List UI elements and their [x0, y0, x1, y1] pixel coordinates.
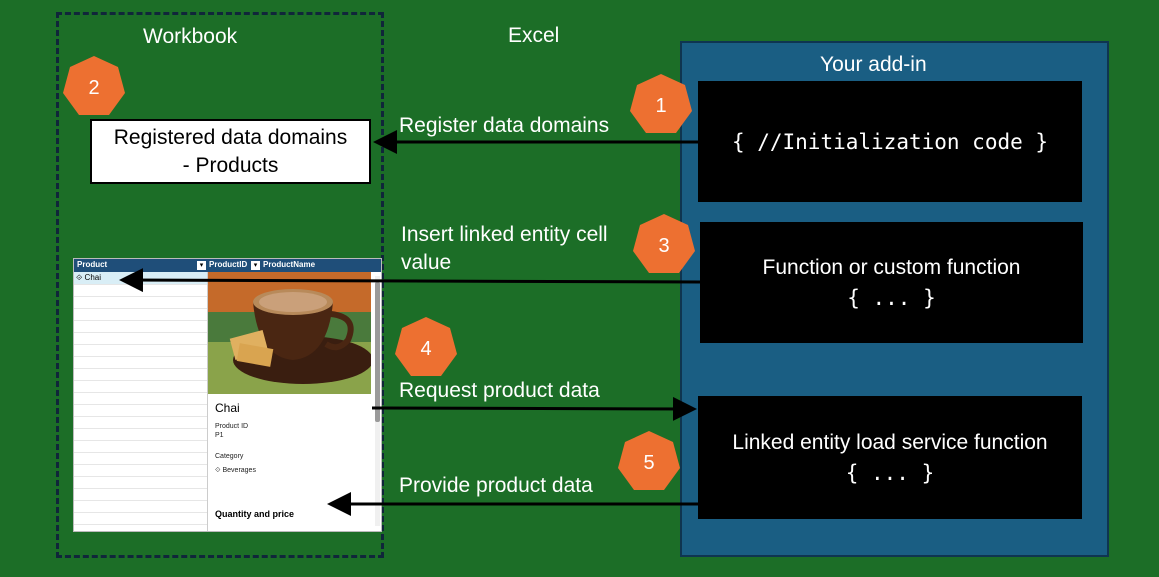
- linked-entity-icon: ⟐: [76, 273, 83, 282]
- row-gridline: [74, 524, 207, 525]
- function-code: { ... }: [847, 285, 936, 310]
- row-gridline: [74, 356, 207, 357]
- quantity-price-heading: Quantity and price: [215, 509, 295, 519]
- card-scrollbar[interactable]: [375, 276, 380, 526]
- registered-domains-box: Registered data domains - Products: [90, 119, 371, 184]
- row-gridline: [74, 476, 207, 477]
- initialization-code: { //Initialization code }: [731, 129, 1049, 154]
- step-badge-4: 4: [395, 317, 457, 376]
- column-filter-icon[interactable]: ▾: [197, 261, 206, 270]
- row-gridline: [74, 404, 207, 405]
- column-filter-icon[interactable]: ▾: [251, 261, 260, 270]
- row-gridline: [74, 392, 207, 393]
- registered-domains-line2: - Products: [182, 153, 279, 177]
- category-value-row: ⟐ Beverages: [215, 467, 256, 475]
- addin-title: Your add-in: [820, 53, 927, 76]
- row-gridline: [74, 512, 207, 513]
- register-label: Register data domains: [399, 114, 610, 137]
- row-gridline: [74, 428, 207, 429]
- svg-text:2: 2: [88, 77, 99, 99]
- initialization-code-box: { //Initialization code }: [698, 81, 1082, 202]
- insert-arrow: [119, 268, 701, 293]
- step-badge-5: 5: [618, 431, 680, 490]
- category-label: Category: [215, 453, 244, 460]
- svg-text:1: 1: [655, 95, 666, 117]
- workbook-title: Workbook: [143, 25, 238, 48]
- column-product: Product: [77, 260, 108, 269]
- category-icon: ⟐: [215, 467, 221, 474]
- svg-text:3: 3: [658, 235, 669, 257]
- row-gridline: [74, 500, 207, 501]
- column-product-id: ProductID: [209, 260, 248, 269]
- sheet-header: Product ▾ ProductID ▾ ProductName: [74, 259, 381, 272]
- product-id-value: P1: [215, 432, 224, 439]
- load-service-box: Linked entity load service function { ..…: [698, 396, 1082, 519]
- step-badge-1: 1: [630, 74, 692, 133]
- load-service-label: Linked entity load service function: [732, 430, 1048, 454]
- row-gridline: [74, 452, 207, 453]
- category-value: Beverages: [222, 467, 256, 474]
- card-title: Chai: [215, 401, 240, 415]
- row-gridline: [74, 296, 207, 297]
- row-gridline: [74, 344, 207, 345]
- step-badge-3: 3: [633, 214, 695, 273]
- svg-text:5: 5: [643, 452, 654, 474]
- svg-text:4: 4: [420, 338, 431, 360]
- insert-label-line1: Insert linked entity cell: [401, 223, 608, 246]
- row-gridline: [74, 308, 207, 309]
- row-gridline: [74, 488, 207, 489]
- step-badge-2: 2: [63, 56, 125, 115]
- row-gridline: [74, 464, 207, 465]
- load-service-code: { ... }: [845, 460, 935, 485]
- request-arrow: [371, 396, 697, 421]
- column-product-name: ProductName: [263, 260, 316, 269]
- workbook-frame: [56, 12, 384, 558]
- cell-value: Chai: [84, 273, 101, 282]
- row-gridline: [74, 368, 207, 369]
- product-id-label: Product ID: [215, 423, 249, 430]
- request-label: Request product data: [399, 379, 600, 402]
- entity-card: Chai Product ID P1 Category ⟐ Beverages …: [207, 272, 381, 531]
- row-gridline: [74, 320, 207, 321]
- product-image: [208, 272, 371, 394]
- row-gridline: [74, 332, 207, 333]
- excel-title: Excel: [508, 24, 560, 47]
- row-gridline: [74, 380, 207, 381]
- provide-label: Provide product data: [399, 474, 593, 497]
- function-box: Function or custom function { ... }: [700, 222, 1083, 343]
- row-gridline: [74, 440, 207, 441]
- function-label: Function or custom function: [762, 255, 1021, 279]
- insert-label-line2: value: [401, 251, 452, 274]
- scrollbar-thumb[interactable]: [375, 282, 380, 422]
- registered-domains-line1: Registered data domains: [113, 126, 348, 150]
- row-gridline: [74, 416, 207, 417]
- excel-sheet-mock: Product ▾ ProductID ▾ ProductName ⟐ Chai: [73, 258, 382, 532]
